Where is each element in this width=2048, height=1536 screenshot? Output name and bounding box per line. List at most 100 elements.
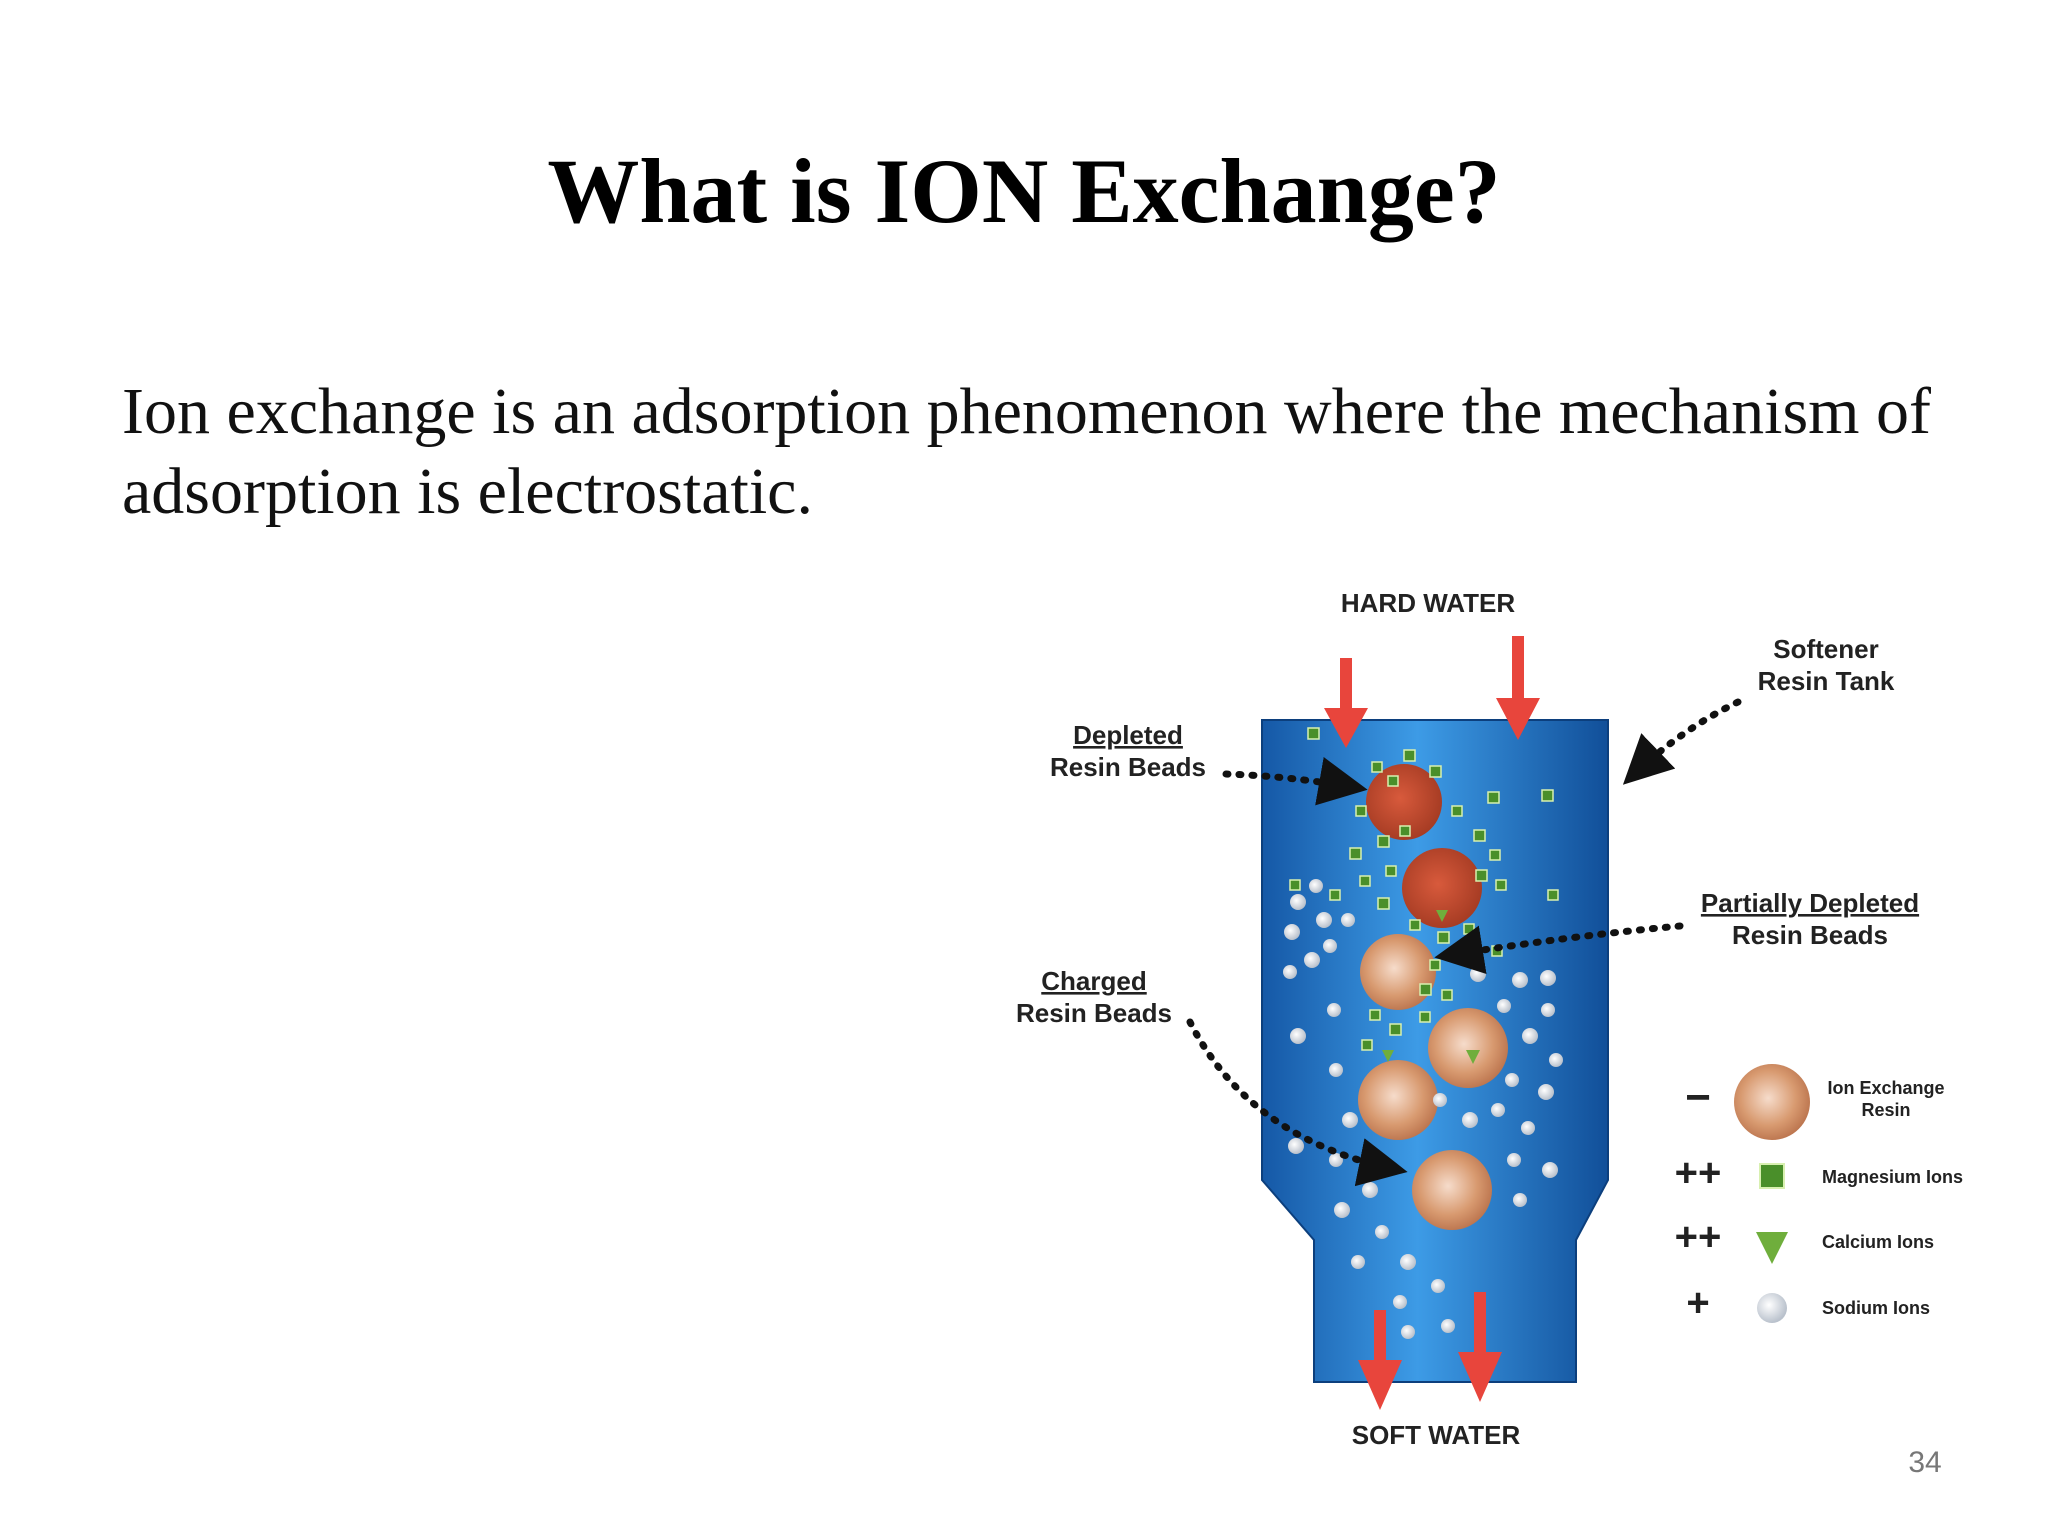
legend-calcium-sign: ++: [1675, 1215, 1722, 1259]
soft-water-label: SOFT WATER: [1352, 1420, 1521, 1450]
sodium-ion: [1304, 952, 1320, 968]
magnesium-ion: [1475, 869, 1488, 882]
legend: − Ion Exchange Resin ++ Magnesium Ions +…: [1675, 1064, 1963, 1325]
sodium-ion: [1327, 1003, 1341, 1017]
hard-water-inlet-arrows: [1324, 636, 1540, 748]
magnesium-ion: [1437, 931, 1450, 944]
magnesium-ion: [1495, 879, 1507, 891]
magnesium-ion: [1377, 897, 1390, 910]
sodium-ion: [1341, 913, 1355, 927]
legend-calcium-swatch: [1756, 1232, 1788, 1264]
sodium-ion: [1491, 1103, 1505, 1117]
sodium-ion: [1288, 1138, 1304, 1154]
partial-label-line2: Resin Beads: [1732, 920, 1888, 950]
legend-calcium-label: Calcium Ions: [1822, 1232, 1934, 1252]
sodium-ion: [1334, 1202, 1350, 1218]
sodium-ion: [1470, 966, 1486, 982]
sodium-ion: [1505, 1073, 1519, 1087]
sodium-ion: [1507, 1153, 1521, 1167]
partial-pointer-arrow: [1434, 922, 1684, 975]
legend-resin-swatch: [1734, 1064, 1810, 1140]
tank-label-line2: Resin Tank: [1758, 666, 1895, 696]
depleted-label-line1: Depleted: [1073, 720, 1183, 750]
sodium-ion: [1431, 1279, 1445, 1293]
sodium-ion: [1375, 1225, 1389, 1239]
sodium-ion: [1401, 1325, 1415, 1339]
sodium-ions: [1283, 879, 1563, 1339]
tank-pointer-arrow: [1622, 698, 1742, 785]
sodium-ion: [1329, 1063, 1343, 1077]
depleted-label-line2: Resin Beads: [1050, 752, 1206, 782]
magnesium-ion: [1441, 989, 1453, 1001]
charged-label-line1: Charged: [1041, 966, 1146, 996]
sodium-ion: [1283, 965, 1297, 979]
sodium-ion: [1316, 912, 1332, 928]
soft-water-outlet-arrows: [1358, 1292, 1502, 1410]
legend-resin-label-line2: Resin: [1861, 1100, 1910, 1120]
sodium-ion: [1521, 1121, 1535, 1135]
magnesium-ion: [1429, 765, 1442, 778]
magnesium-ion: [1451, 805, 1463, 817]
magnesium-ion: [1419, 983, 1432, 996]
depleted-resin-bead: [1366, 764, 1442, 840]
magnesium-ion: [1307, 727, 1320, 740]
slide-title: What is ION Exchange?: [547, 140, 1501, 242]
magnesium-ion: [1387, 775, 1399, 787]
sodium-ion: [1512, 972, 1528, 988]
sodium-ion: [1309, 879, 1323, 893]
sodium-ion: [1362, 1182, 1378, 1198]
sodium-ion: [1400, 1254, 1416, 1270]
sodium-ion: [1433, 1093, 1447, 1107]
sodium-ion: [1538, 1084, 1554, 1100]
sodium-ion: [1393, 1295, 1407, 1309]
slide-body-text: Ion exchange is an adsorption phenomenon…: [122, 375, 1931, 528]
charged-pointer-arrow: [1186, 1018, 1408, 1187]
ion-exchange-diagram: HARD WATER SOFT WATER Softener Resin Tan…: [1016, 588, 1963, 1450]
outlet-arrow-right: [1458, 1292, 1502, 1402]
charged-resin-bead: [1358, 1060, 1438, 1140]
magnesium-ion: [1289, 879, 1301, 891]
inlet-arrow-right: [1496, 636, 1540, 740]
sodium-ion: [1284, 924, 1300, 940]
legend-sodium-swatch: [1757, 1293, 1787, 1323]
magnesium-ion: [1541, 789, 1554, 802]
calcium-ion: [1436, 910, 1448, 922]
magnesium-ion: [1377, 835, 1390, 848]
legend-resin-label-line1: Ion Exchange: [1827, 1078, 1944, 1098]
magnesium-ion: [1349, 847, 1362, 860]
charged-resin-bead: [1412, 1150, 1492, 1230]
page-number: 34: [1908, 1446, 1942, 1479]
magnesium-ion: [1547, 889, 1559, 901]
sodium-ion: [1541, 1003, 1555, 1017]
sodium-ion: [1351, 1255, 1365, 1269]
sodium-ion: [1497, 999, 1511, 1013]
calcium-ions: [1382, 910, 1480, 1064]
magnesium-ion: [1419, 1011, 1431, 1023]
calcium-ion: [1382, 1050, 1394, 1062]
magnesium-ion: [1403, 749, 1416, 762]
magnesium-ion: [1429, 959, 1441, 971]
depleted-pointer-arrow: [1222, 757, 1368, 806]
magnesium-ion: [1489, 849, 1501, 861]
magnesium-ion: [1389, 1023, 1402, 1036]
legend-sodium-sign: +: [1686, 1281, 1709, 1325]
partially-depleted-resin-bead: [1360, 934, 1436, 1010]
partial-label-line1: Partially Depleted: [1701, 888, 1919, 918]
magnesium-ion: [1359, 875, 1371, 887]
magnesium-ion: [1463, 923, 1475, 935]
sodium-ion: [1290, 1028, 1306, 1044]
sodium-ion: [1462, 1112, 1478, 1128]
charged-resin-bead: [1428, 1008, 1508, 1088]
magnesium-ion: [1409, 919, 1421, 931]
depleted-resin-bead: [1402, 848, 1482, 928]
sodium-ion: [1542, 1162, 1558, 1178]
magnesium-ion: [1361, 1039, 1373, 1051]
legend-resin-sign: −: [1685, 1073, 1711, 1122]
magnesium-ion: [1399, 825, 1411, 837]
magnesium-ion: [1371, 761, 1383, 773]
magnesium-ion: [1329, 889, 1341, 901]
sodium-ion: [1522, 1028, 1538, 1044]
sodium-ion: [1441, 1319, 1455, 1333]
magnesium-ion: [1487, 791, 1500, 804]
magnesium-ion: [1369, 1009, 1381, 1021]
